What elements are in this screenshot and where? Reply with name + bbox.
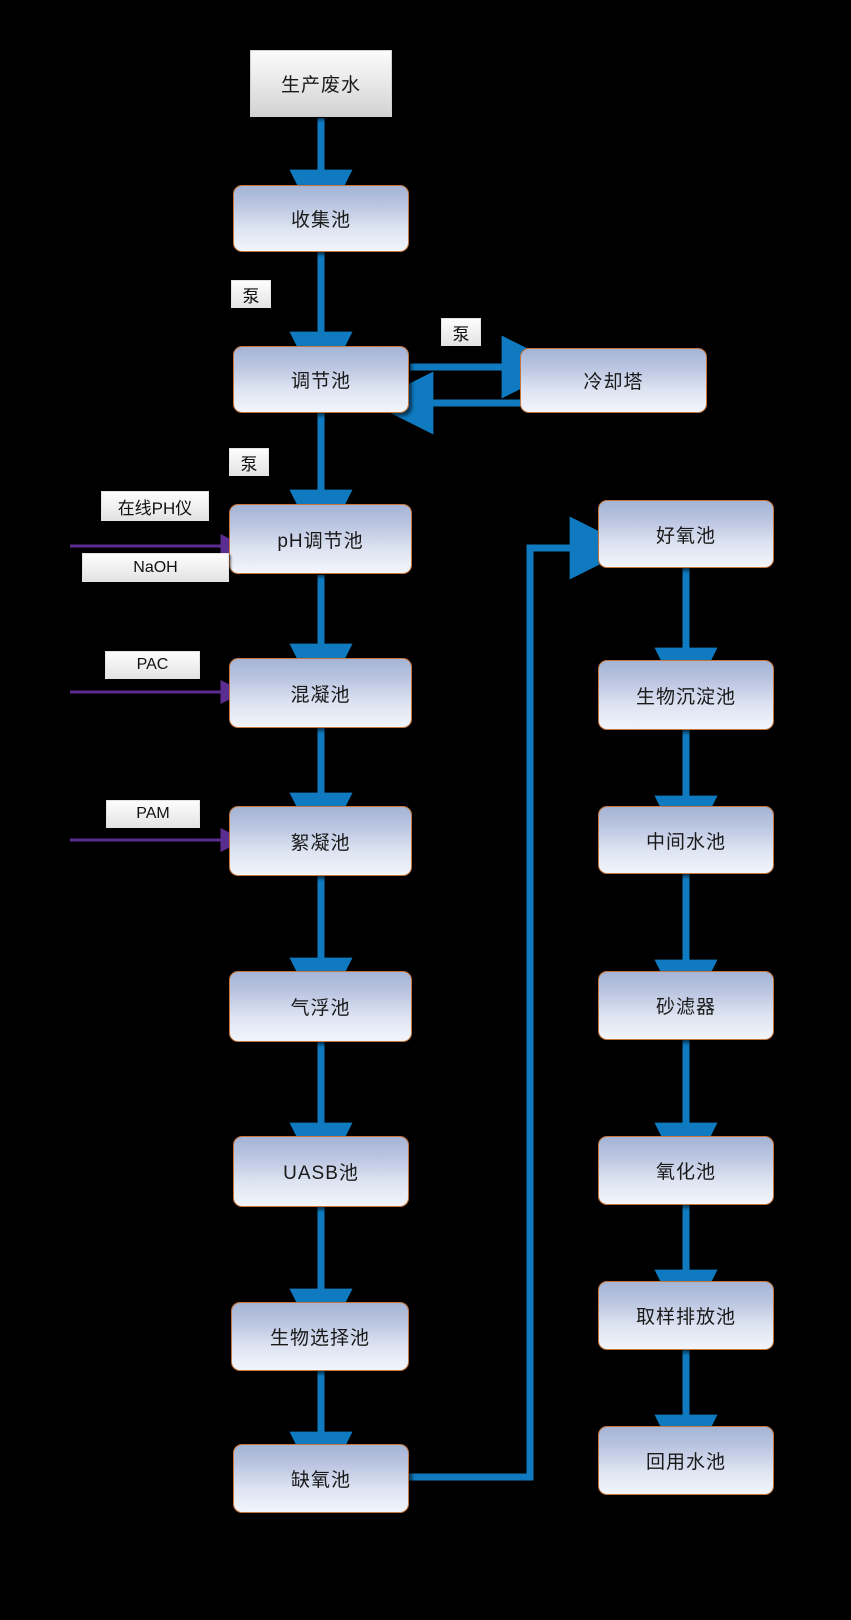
node-sand-filter[interactable]: 砂滤器 bbox=[598, 971, 774, 1040]
node-label: 砂滤器 bbox=[655, 997, 716, 1018]
node-reuse-water-tank[interactable]: 回用水池 bbox=[598, 1426, 774, 1495]
tag-naoh-dosing: NaOH bbox=[82, 553, 229, 582]
tag-pam-dosing: PAM bbox=[106, 800, 200, 828]
node-label: 混凝池 bbox=[290, 684, 351, 706]
node-oxidation-tank[interactable]: 氧化池 bbox=[598, 1136, 774, 1205]
node-label: pH调节池 bbox=[277, 530, 364, 552]
node-biological-settling-tank[interactable]: 生物沉淀池 bbox=[598, 660, 774, 730]
dosing-arrows bbox=[70, 534, 245, 852]
node-uasb-tank[interactable]: UASB池 bbox=[233, 1136, 409, 1207]
node-aerobic-tank[interactable]: 好氧池 bbox=[598, 500, 774, 568]
node-flocculation-tank[interactable]: 絮凝池 bbox=[229, 806, 412, 876]
tag-pac-dosing: PAC bbox=[105, 651, 200, 679]
tag-pump-collect-to-adjust: 泵 bbox=[231, 280, 271, 308]
node-biological-selector-tank[interactable]: 生物选择池 bbox=[231, 1302, 409, 1371]
tag-pump-adjust-to-cooling: 泵 bbox=[441, 318, 481, 346]
tag-label: PAC bbox=[136, 656, 169, 673]
node-ph-adjust-tank[interactable]: pH调节池 bbox=[229, 504, 412, 574]
node-coagulation-tank[interactable]: 混凝池 bbox=[229, 658, 412, 728]
node-intermediate-tank[interactable]: 中间水池 bbox=[598, 806, 774, 874]
tag-label: NaOH bbox=[133, 558, 178, 576]
tag-label: 泵 bbox=[452, 324, 470, 344]
node-dissolved-air-flotation-tank[interactable]: 气浮池 bbox=[229, 971, 412, 1042]
node-adjust-tank[interactable]: 调节池 bbox=[233, 346, 409, 413]
node-label: 气浮池 bbox=[290, 998, 351, 1019]
node-label: 氧化池 bbox=[655, 1162, 716, 1183]
node-sampling-discharge-tank[interactable]: 取样排放池 bbox=[598, 1281, 774, 1350]
tag-label: 在线PH仪 bbox=[117, 498, 193, 518]
node-label: 调节池 bbox=[290, 371, 351, 392]
tag-label: 泵 bbox=[242, 286, 260, 306]
node-label: 回用水池 bbox=[645, 1452, 726, 1473]
node-label: 冷却塔 bbox=[583, 372, 644, 393]
node-label: 缺氧池 bbox=[290, 1470, 351, 1491]
node-cooling-tower[interactable]: 冷却塔 bbox=[520, 348, 707, 413]
node-label: 絮凝池 bbox=[290, 832, 351, 854]
node-label: 生物选择池 bbox=[269, 1328, 370, 1349]
tag-label: PAM bbox=[136, 805, 170, 822]
node-label: 收集池 bbox=[290, 210, 351, 231]
node-label: 好氧池 bbox=[655, 525, 716, 547]
tag-online-ph-meter: 在线PH仪 bbox=[101, 491, 209, 521]
node-label: 取样排放池 bbox=[635, 1307, 736, 1328]
node-label: 生物沉淀池 bbox=[635, 686, 736, 708]
node-label: 生产废水 bbox=[280, 75, 361, 96]
node-label: 中间水池 bbox=[645, 831, 726, 853]
node-label: UASB池 bbox=[283, 1163, 359, 1184]
node-source-wastewater[interactable]: 生产废水 bbox=[250, 50, 392, 117]
tag-pump-adjust-to-ph: 泵 bbox=[229, 448, 269, 476]
tag-label: 泵 bbox=[240, 454, 258, 474]
node-collect-tank[interactable]: 收集池 bbox=[233, 185, 409, 252]
node-anoxic-tank[interactable]: 缺氧池 bbox=[233, 1444, 409, 1513]
arrow-anoxic-to-aerobic bbox=[408, 516, 633, 1481]
flow-arrows bbox=[289, 118, 718, 1495]
